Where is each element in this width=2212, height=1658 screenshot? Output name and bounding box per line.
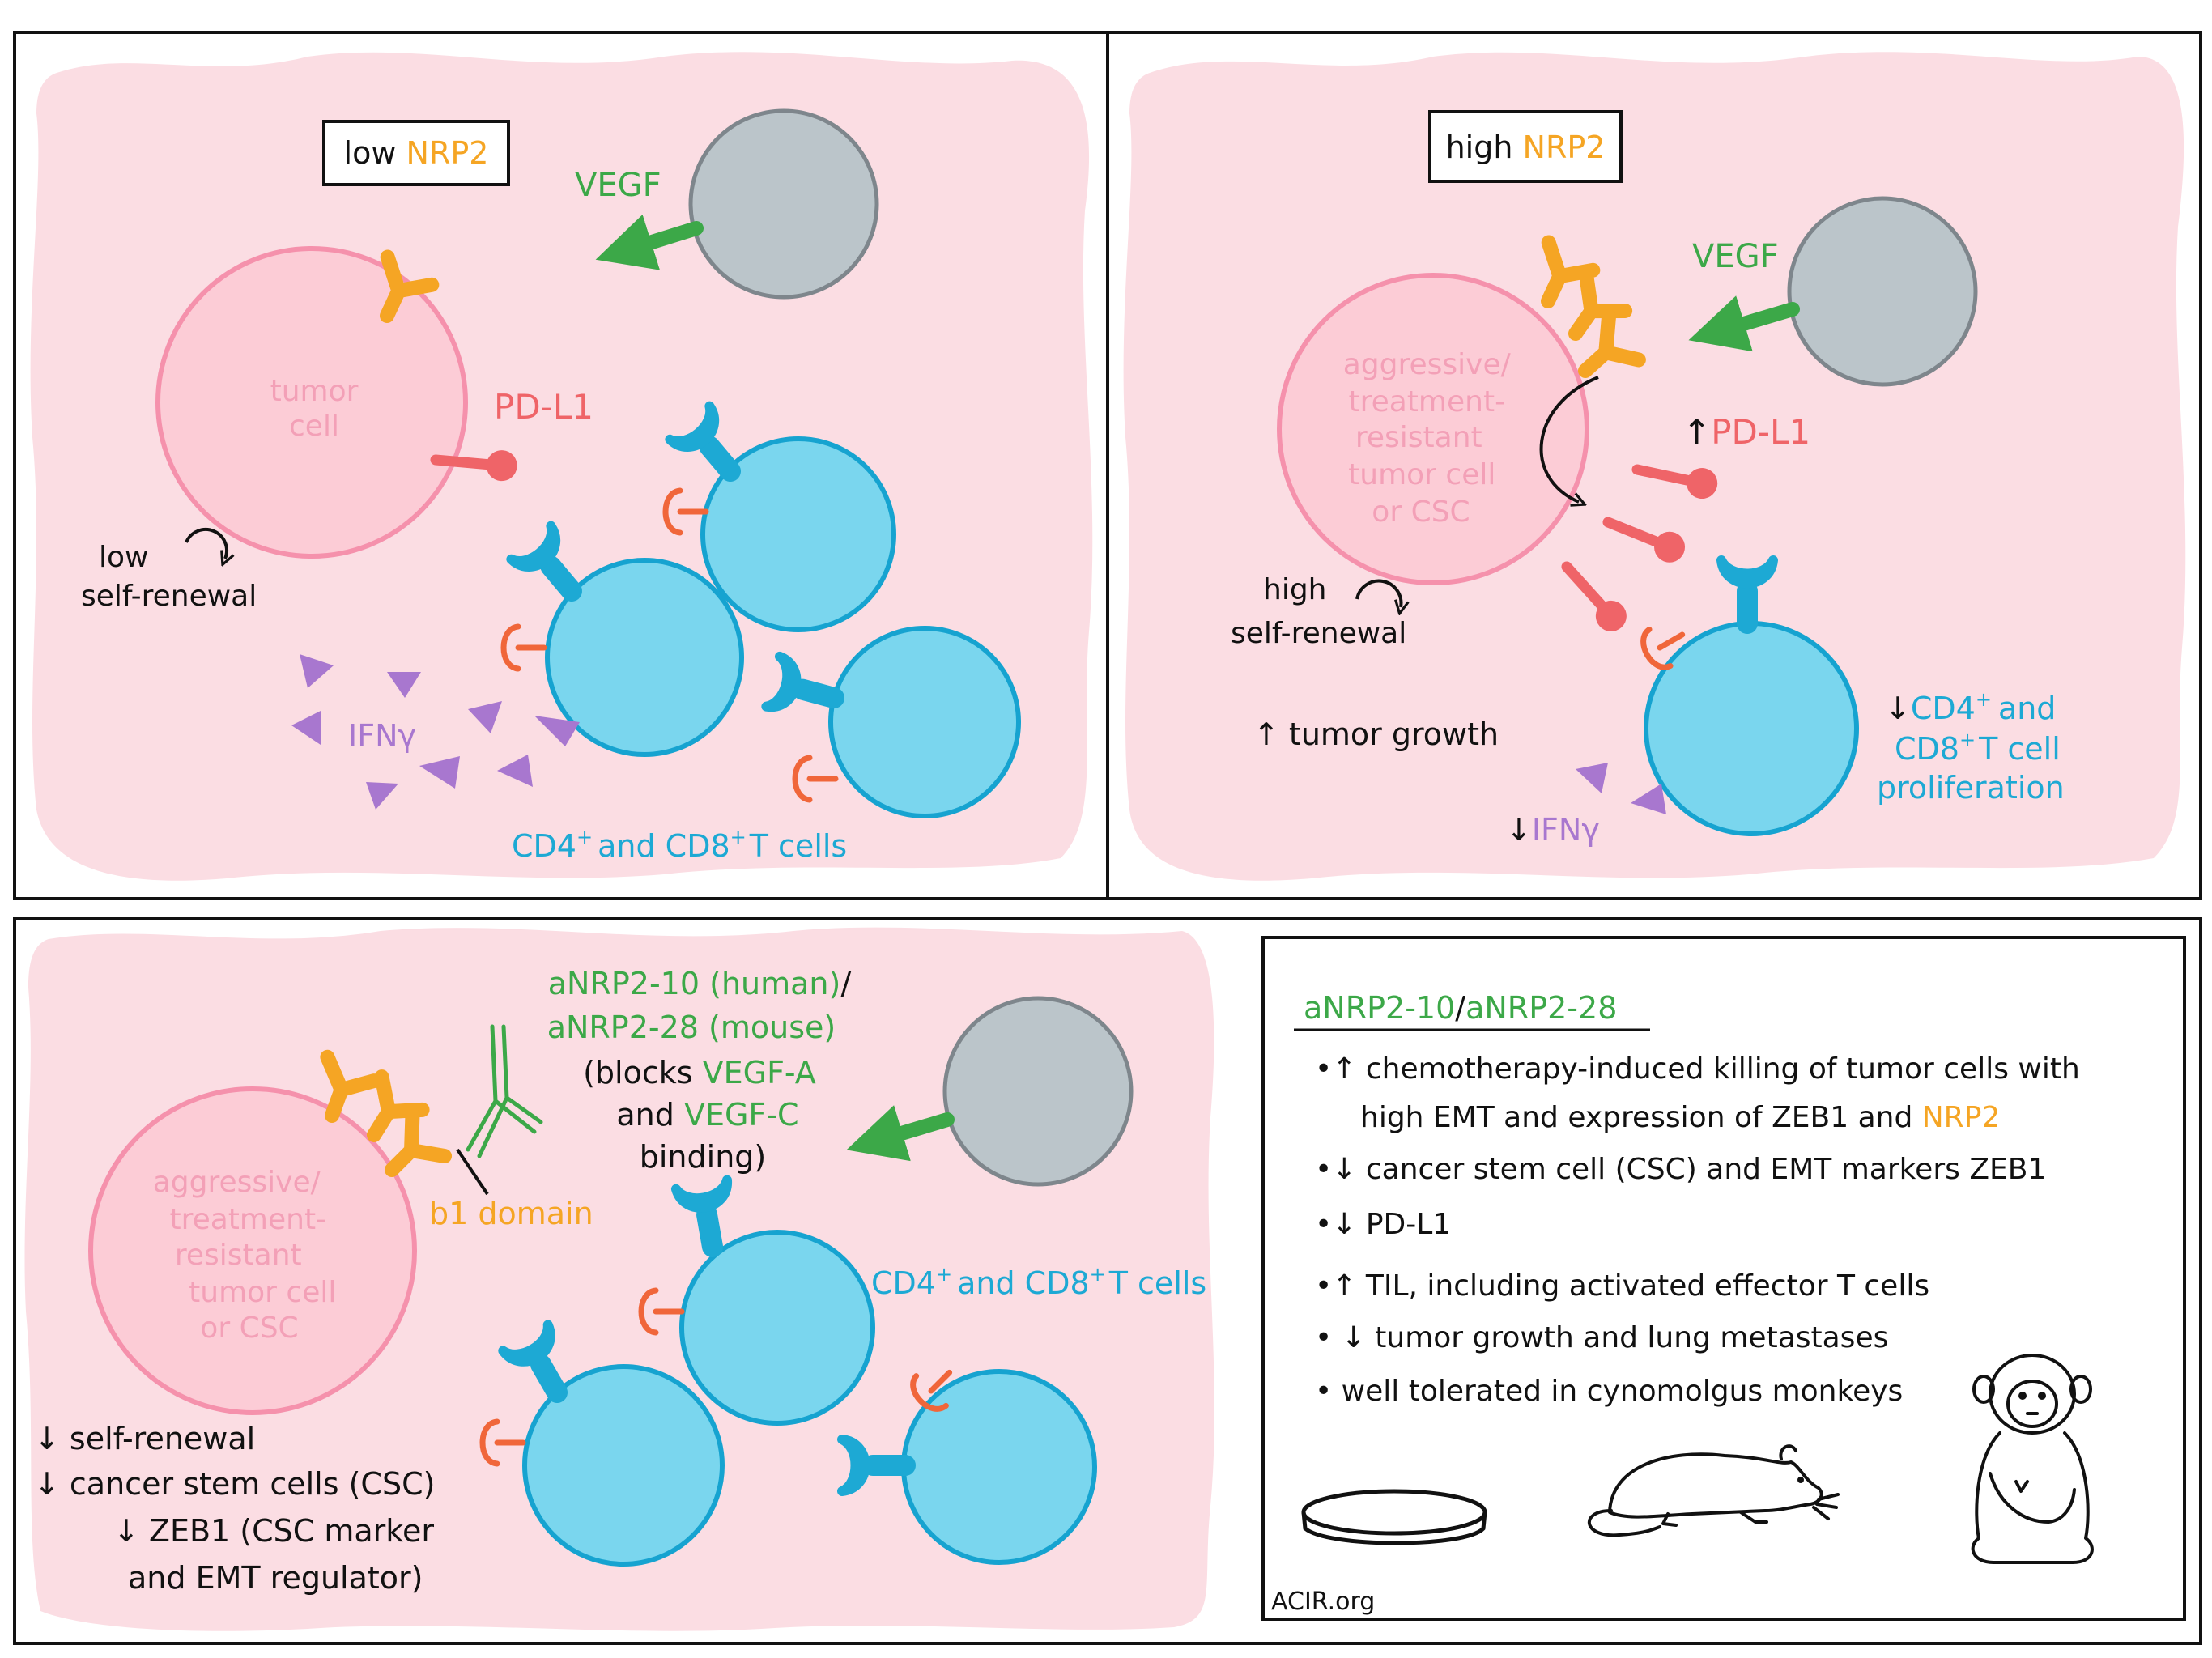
self-renewal-arrow — [1355, 579, 1401, 607]
pdl1-label: PD-L1 — [494, 387, 593, 427]
tumor-cell-label: aggressive/ treatment- resistant tumor c… — [153, 1166, 346, 1345]
petri-dish-icon — [1301, 1489, 1487, 1545]
summary-bullets: •↑ chemotherapy-induced killing of tumor… — [1315, 1052, 2089, 1408]
high-nrp2-label: high NRP2 — [1446, 130, 1606, 165]
vegf-source-cell — [688, 108, 879, 300]
treatment-effects: ↓ self-renewal ↓ cancer stem cells (CSC)… — [34, 1421, 445, 1596]
renewal-label-2: self-renewal — [1231, 617, 1406, 650]
ifng-down-label: ↓IFNγ — [1506, 812, 1600, 848]
tumor-cell — [155, 246, 468, 559]
tumor-growth-label: ↑ tumor growth — [1253, 716, 1499, 752]
vegf-arrow — [1688, 295, 1800, 352]
summary-box — [1261, 936, 2186, 1621]
tumor-cell — [1277, 273, 1589, 585]
t-cells-label: CD4+and CD8+T cells — [512, 826, 847, 864]
tumor-cell — [88, 1086, 417, 1415]
antibody — [466, 1024, 543, 1158]
tumor-cell-label: aggressive/ treatment- resistant tumor c… — [1343, 348, 1520, 529]
b1-domain-pointer — [456, 1148, 489, 1196]
t-cells-label: CD4+and CD8+T cells — [871, 1263, 1206, 1301]
renewal-label-1: low — [99, 541, 148, 574]
credit-label: ACIR.org — [1271, 1588, 1375, 1616]
tumor-cell-label-1: tumor — [270, 375, 359, 408]
mouse-icon — [1587, 1444, 1840, 1537]
ifng-label: IFNγ — [348, 718, 416, 754]
renewal-label-2: self-renewal — [81, 580, 257, 613]
renewal-label-1: high — [1263, 573, 1327, 606]
proliferation-label: ↓CD4+and CD8+T cell proliferation — [1877, 688, 2070, 806]
t-cell — [545, 558, 744, 757]
vegf-arrow — [595, 214, 704, 270]
ifng-molecules — [1576, 763, 1666, 814]
t-cell — [522, 1364, 725, 1567]
pdl1-up-label: ↑PD-L1 — [1682, 412, 1810, 452]
antibody-label: aNRP2-10 (human)/ aNRP2-28 (mouse) (bloc… — [547, 966, 861, 1175]
high-nrp2-box — [1428, 110, 1623, 183]
t-cell — [700, 436, 896, 632]
vegf-source-cell — [942, 996, 1134, 1187]
vegf-arrow — [846, 1105, 955, 1162]
tumor-cell-label-2: cell — [289, 410, 339, 443]
ifng-molecules — [291, 654, 580, 810]
t-cell — [901, 1369, 1097, 1565]
t-cell — [828, 626, 1021, 818]
low-nrp2-box — [322, 120, 510, 186]
low-nrp2-label: low NRP2 — [344, 135, 489, 171]
b1-domain-label: b1 domain — [429, 1196, 593, 1231]
signaling-arrow — [1539, 376, 1599, 502]
vegf-label: VEGF — [1692, 238, 1779, 275]
monkey-icon — [1971, 1354, 2094, 1564]
vegf-label: VEGF — [575, 167, 661, 204]
vegf-source-cell — [1787, 196, 1978, 387]
t-cell — [679, 1230, 875, 1426]
t-cell — [1644, 621, 1859, 836]
summary-heading: aNRP2-10/aNRP2-28 — [1304, 990, 1617, 1026]
self-renewal-arrow — [185, 528, 227, 559]
